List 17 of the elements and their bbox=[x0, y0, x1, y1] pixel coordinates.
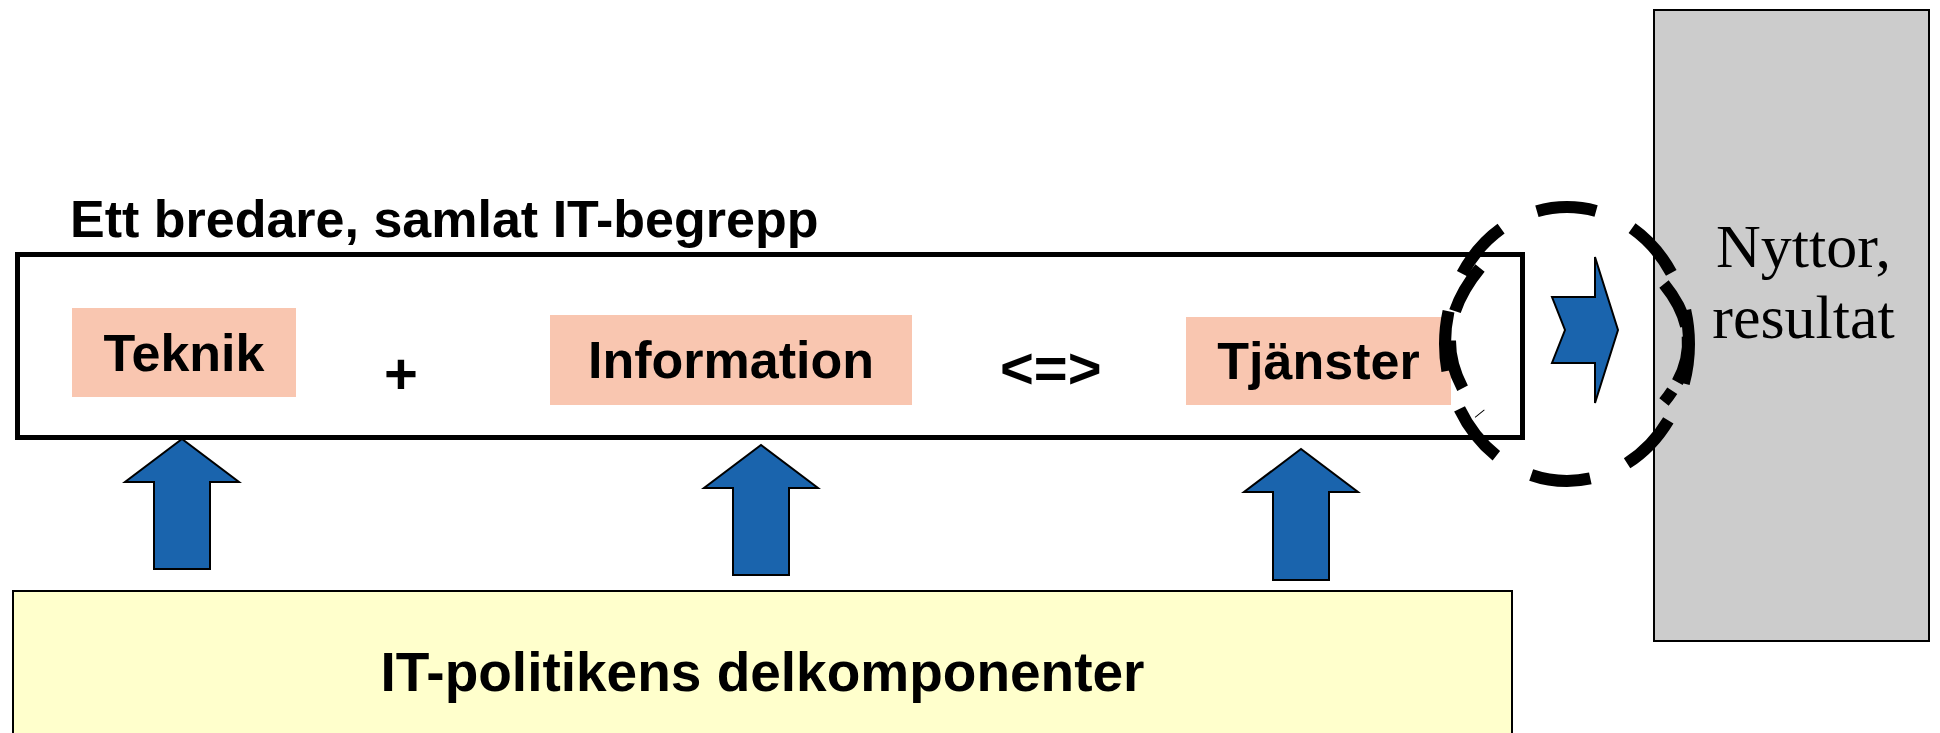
block-arrow bbox=[1241, 447, 1361, 581]
policy-panel bbox=[12, 590, 1513, 733]
box-label: Nyttor, resultat bbox=[1711, 211, 1896, 354]
operator-symbol: + bbox=[384, 340, 418, 407]
concept-box bbox=[72, 308, 296, 397]
concept-label: Tjänster bbox=[1217, 331, 1420, 391]
concept-label: Information bbox=[588, 330, 874, 390]
block-arrow bbox=[1550, 256, 1620, 404]
result-box bbox=[1653, 9, 1930, 642]
block-arrow bbox=[701, 443, 821, 576]
block-arrow bbox=[122, 437, 242, 570]
operator-symbol: <=> bbox=[1000, 334, 1102, 401]
concept-label: Teknik bbox=[103, 322, 265, 383]
concept-box bbox=[550, 315, 912, 405]
concept-box bbox=[1186, 317, 1451, 405]
box-label: IT-politikens delkomponenter bbox=[380, 640, 1145, 704]
frame-heading: Ett bredare, samlat IT-begrepp bbox=[70, 189, 819, 249]
